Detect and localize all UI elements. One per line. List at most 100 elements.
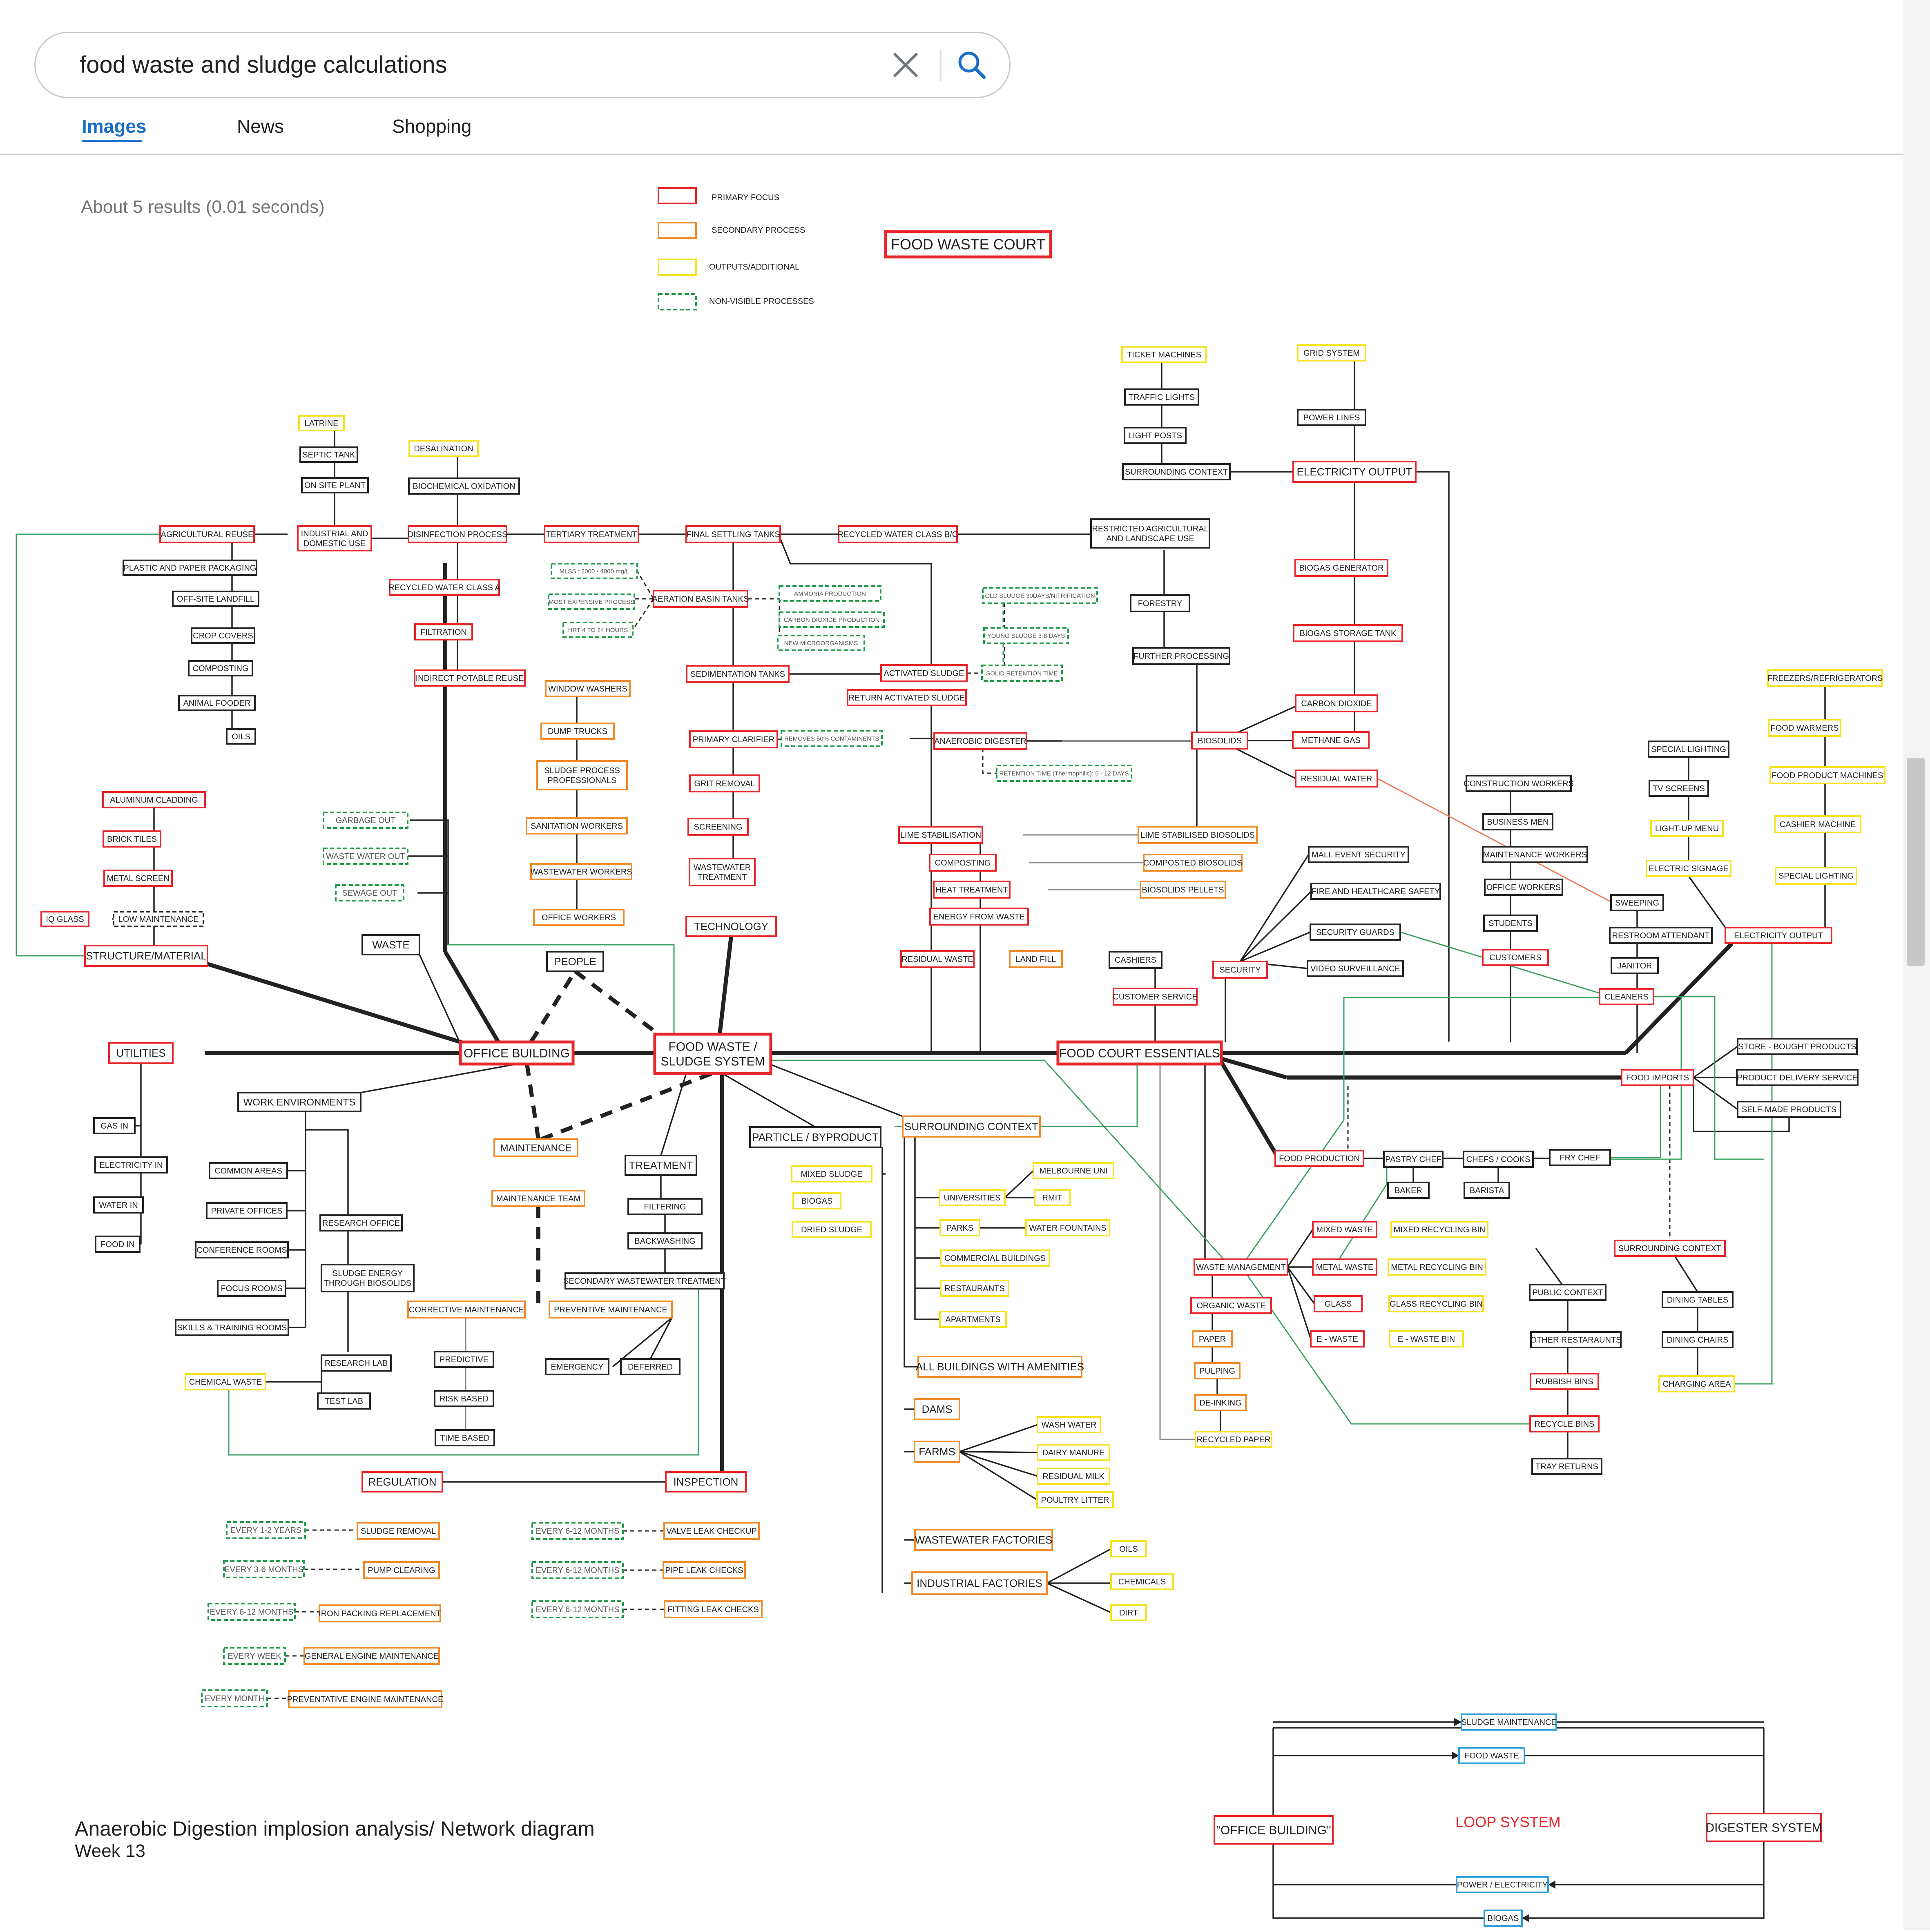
node-box: [911, 1571, 1048, 1595]
node-label: TRAFFIC LIGHTS: [1129, 393, 1195, 402]
diagram-node: LIME STABILISATION: [898, 826, 983, 844]
node-box: [1614, 1240, 1726, 1257]
diagram-node: CUSTOMER SERVICE: [1113, 988, 1198, 1006]
diagram-node: ORGANIC WASTE: [1190, 1297, 1272, 1314]
diagram-node: FILTRATION: [414, 623, 473, 640]
tab-images[interactable]: Images: [82, 116, 147, 137]
node-box: [414, 623, 473, 640]
diagram-node: ELECTRIC SIGNAGE: [1646, 860, 1731, 877]
search-bar[interactable]: food waste and sludge calculations: [34, 32, 1011, 98]
node-box: [408, 525, 507, 543]
node-box: [551, 563, 638, 579]
diagram-node: IQ GLASS: [40, 911, 89, 927]
node-box: [1529, 1284, 1606, 1301]
search-icon[interactable]: [955, 48, 989, 82]
node-box: [1775, 867, 1857, 885]
node-box: [208, 1603, 296, 1621]
node-label: LAND FILL: [1016, 955, 1056, 964]
diagram-node: INDIRECT POTABLE REUSE: [414, 669, 526, 687]
node-box: [838, 525, 958, 543]
diagram-node: METHANE GAS: [1292, 731, 1370, 749]
node-box: [545, 680, 631, 697]
node-box: [1483, 915, 1538, 932]
scrollbar-thumb[interactable]: [1907, 758, 1925, 966]
node-label: AND LANDSCAPE USE: [1106, 534, 1194, 543]
node-box: [1190, 1297, 1272, 1314]
diagram-node: LOW MAINTENANCE: [113, 911, 204, 927]
node-label: EVERY 3-6 MONTHS: [224, 1565, 303, 1574]
diagram-node: METAL WASTE: [1312, 1258, 1377, 1276]
diagram-node: CHEMICAL WASTE: [185, 1373, 266, 1390]
node-box: [321, 1354, 392, 1372]
node-label: POULTRY LITTER: [1041, 1496, 1109, 1505]
node-box: [93, 1117, 136, 1134]
node-label: CARBON DIOXIDE: [1301, 699, 1372, 708]
diagram-node: METAL SCREEN: [103, 870, 173, 887]
diagram-node: POWER LINES: [1297, 409, 1366, 426]
node-box: [103, 830, 161, 848]
legend-swatch-primary: [658, 187, 697, 204]
diagram-node: OFFICE BUILDING: [459, 1040, 575, 1066]
node-box: [902, 1115, 1041, 1138]
diagram-node: MIXED SLUDGE: [791, 1165, 872, 1182]
node-label: OTHER RESTARAUNTS: [1531, 1336, 1622, 1345]
node-label: BIOSOLIDS PELLETS: [1142, 886, 1224, 895]
node-box: [1609, 927, 1713, 944]
diagram-node: BARISTA: [1464, 1182, 1510, 1199]
diagram-node: PRODUCT DELIVERY SERVICE: [1736, 1069, 1859, 1086]
node-label: OILS: [232, 732, 250, 741]
node-label: WASTEWATER FACTORIES: [915, 1534, 1053, 1546]
result-image[interactable]: PRIMARY FOCUS SECONDARY PROCESS OUTPUTS/…: [0, 163, 1903, 1930]
diagram-node: RESIDUAL WASTE: [900, 950, 975, 968]
node-box: [749, 1126, 881, 1148]
node-box: [1037, 1468, 1110, 1485]
node-label: EMERGENCY: [551, 1363, 604, 1372]
node-box: [1292, 461, 1417, 483]
node-label: DIRT: [1119, 1609, 1138, 1617]
node-label: EVERY 6-12 MONTHS: [536, 1527, 620, 1536]
node-box: [545, 1358, 609, 1375]
diagram-node: RESIDUAL MILK: [1037, 1468, 1110, 1485]
node-box: [981, 665, 1063, 682]
node-box: [917, 1356, 1082, 1378]
legend-swatch-secondary: [658, 222, 697, 239]
node-label: INSPECTION: [674, 1476, 739, 1488]
node-box: [301, 477, 369, 493]
diagram-node: DINING CHAIRS: [1662, 1331, 1734, 1348]
clear-button[interactable]: [889, 49, 922, 81]
node-box: [1466, 775, 1572, 792]
node-label: FARMS: [919, 1446, 955, 1458]
diagram-node: BACKWASHING: [627, 1232, 703, 1249]
diagram-node: E - WASTE BIN: [1389, 1330, 1464, 1347]
close-icon[interactable]: [889, 49, 922, 81]
node-label: BIOGAS: [801, 1197, 833, 1206]
diagram-node: PREVENTIVE MAINTENANCE: [549, 1301, 673, 1318]
diagram-node: FOOD WASTE /SLUDGE SYSTEM: [653, 1033, 772, 1075]
node-box: [288, 1690, 442, 1708]
diagram-node: CARBON DIOXIDE: [1295, 694, 1378, 712]
tab-shopping[interactable]: Shopping: [392, 116, 472, 137]
divider: [940, 49, 942, 81]
node-label: LIGHT POSTS: [1128, 431, 1182, 440]
diagram-node: PASTRY CHEF: [1383, 1151, 1444, 1168]
tab-news[interactable]: News: [237, 116, 284, 137]
diagram-node: LATRINE: [298, 415, 345, 431]
node-box: [983, 627, 1069, 644]
search-button[interactable]: [955, 48, 989, 82]
diagram-node: E - WASTE: [1310, 1330, 1365, 1347]
diagram-node: MAINTENANCE WORKERS: [1482, 846, 1588, 863]
node-box: [1113, 988, 1198, 1006]
node-label: SURROUNDING CONTEXT: [1125, 468, 1228, 477]
node-box: [1194, 1362, 1241, 1379]
search-input[interactable]: food waste and sludge calculations: [80, 51, 447, 78]
diagram-node: NEW MICROORGANISMS: [777, 635, 865, 651]
node-label: PROFESSIONALS: [548, 776, 617, 785]
node-box: [1774, 815, 1861, 833]
node-box: [792, 1221, 872, 1238]
node-box: [414, 669, 526, 687]
diagram-node: SPECIAL LIGHTING: [1775, 867, 1857, 885]
node-label: PUBLIC CONTEXT: [1532, 1288, 1603, 1297]
diagram-node: EVERY 6-12 MONTHS: [208, 1603, 296, 1621]
node-box: [323, 848, 408, 865]
node-box: [665, 1471, 747, 1493]
